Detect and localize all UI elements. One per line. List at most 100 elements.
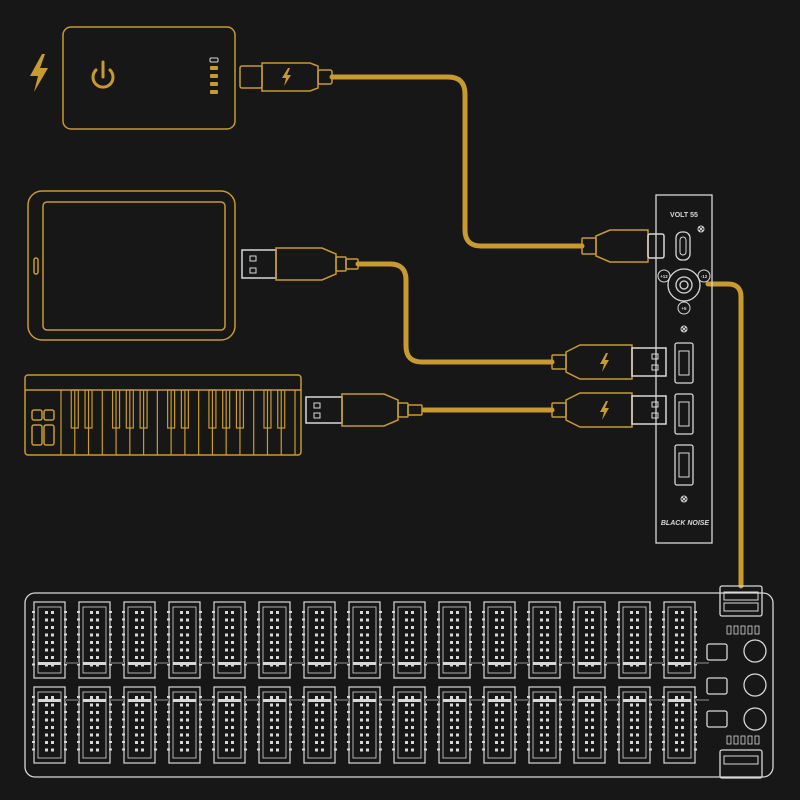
- power-jack[interactable]: [667, 268, 701, 302]
- tablet: [27, 190, 359, 341]
- keyboard-white-keys: [60, 390, 296, 455]
- bus-power-input-bottom[interactable]: [719, 749, 763, 779]
- midi-keyboard: [24, 374, 423, 456]
- power-bank-body: [62, 26, 236, 130]
- bus-header[interactable]: [662, 601, 697, 679]
- black-key[interactable]: [84, 389, 93, 429]
- bus-header[interactable]: [617, 601, 652, 679]
- bus-header[interactable]: [437, 686, 472, 764]
- rail-stripe: [173, 699, 196, 702]
- bus-header[interactable]: [617, 686, 652, 764]
- black-key[interactable]: [167, 389, 176, 429]
- svg-text:-12: -12: [701, 274, 708, 279]
- bus-power-input-top[interactable]: [719, 585, 763, 617]
- bus-header[interactable]: [392, 601, 427, 679]
- black-key[interactable]: [139, 389, 148, 429]
- rail-stripe: [218, 699, 241, 702]
- rail-stripe: [83, 699, 106, 702]
- cables: [329, 74, 744, 589]
- bus-header[interactable]: [302, 601, 337, 679]
- black-key[interactable]: [263, 389, 272, 429]
- cable-tablet-to-module: [355, 261, 555, 365]
- bus-header[interactable]: [482, 686, 517, 764]
- bus-header[interactable]: [77, 686, 112, 764]
- black-key[interactable]: [180, 389, 189, 429]
- rail-label-minus12: -12: [697, 269, 711, 283]
- black-key[interactable]: [208, 389, 217, 429]
- rail-stripe: [578, 699, 601, 702]
- lightning-icon: [600, 353, 609, 372]
- bus-header[interactable]: [482, 601, 517, 679]
- rail-stripe: [398, 662, 421, 665]
- bus-header[interactable]: [32, 601, 67, 679]
- bus-header[interactable]: [122, 686, 157, 764]
- rail-stripe: [308, 699, 331, 702]
- bus-header[interactable]: [572, 601, 607, 679]
- rail-stripe: [38, 662, 61, 665]
- bus-board: [24, 585, 774, 779]
- black-key[interactable]: [125, 389, 134, 429]
- svg-text:+12: +12: [660, 274, 668, 279]
- svg-text:+5: +5: [681, 306, 687, 311]
- usb-a-port-1[interactable]: [674, 342, 694, 384]
- bus-header[interactable]: [212, 686, 247, 764]
- keyboard-body: [24, 374, 302, 456]
- rail-label-plus5: +5: [677, 301, 691, 315]
- bus-header[interactable]: [347, 686, 382, 764]
- bus-header[interactable]: [32, 686, 67, 764]
- black-key[interactable]: [222, 389, 231, 429]
- rail-stripe: [128, 699, 151, 702]
- black-key[interactable]: [111, 389, 121, 429]
- keyboard-black-keys: [70, 389, 286, 429]
- usb-a-port-3[interactable]: [674, 444, 694, 486]
- bus-headers: [32, 601, 697, 764]
- bus-header[interactable]: [77, 601, 112, 679]
- usb-c-port[interactable]: [675, 231, 691, 261]
- bus-header[interactable]: [167, 601, 202, 679]
- bus-header[interactable]: [167, 686, 202, 764]
- rail-stripe: [623, 662, 646, 665]
- rail-stripe: [308, 662, 331, 665]
- bus-header[interactable]: [392, 686, 427, 764]
- bus-header[interactable]: [527, 601, 562, 679]
- bus-header[interactable]: [572, 686, 607, 764]
- rail-stripe: [263, 699, 286, 702]
- screw-icon: [697, 225, 705, 233]
- rail-label-plus12: +12: [657, 269, 671, 283]
- screw-icon: [680, 325, 688, 333]
- bus-header[interactable]: [527, 686, 562, 764]
- bus-header[interactable]: [662, 686, 697, 764]
- rail-stripe: [443, 662, 466, 665]
- bus-header[interactable]: [212, 601, 247, 679]
- bus-header[interactable]: [257, 686, 292, 764]
- power-icon[interactable]: [91, 60, 115, 89]
- rail-stripe: [353, 662, 376, 665]
- power-bank: [30, 26, 333, 130]
- bus-header[interactable]: [437, 601, 472, 679]
- bus-header[interactable]: [347, 601, 382, 679]
- bus-header[interactable]: [257, 601, 292, 679]
- lightning-icon: [600, 401, 609, 420]
- black-key[interactable]: [235, 389, 245, 429]
- module-panel: [655, 194, 713, 544]
- tablet-body: [27, 190, 236, 341]
- usb-a-port-2[interactable]: [674, 393, 694, 435]
- black-key[interactable]: [70, 389, 79, 429]
- lightning-icon: [282, 68, 291, 86]
- rail-stripe: [668, 699, 691, 702]
- tablet-home-button: [33, 257, 39, 275]
- cable-powerbank-to-module: [329, 74, 585, 249]
- rail-stripe: [263, 662, 286, 665]
- bus-header[interactable]: [302, 686, 337, 764]
- keyboard-usb-plug: [305, 393, 423, 427]
- bus-capacitors: [706, 625, 767, 745]
- black-key[interactable]: [277, 389, 286, 429]
- rail-stripe: [173, 662, 196, 665]
- rail-stripe: [398, 699, 421, 702]
- bus-board-outline: [24, 592, 774, 778]
- bus-header[interactable]: [122, 601, 157, 679]
- rail-stripe: [353, 699, 376, 702]
- rail-stripe: [218, 662, 241, 665]
- battery-level-indicator: [209, 57, 219, 94]
